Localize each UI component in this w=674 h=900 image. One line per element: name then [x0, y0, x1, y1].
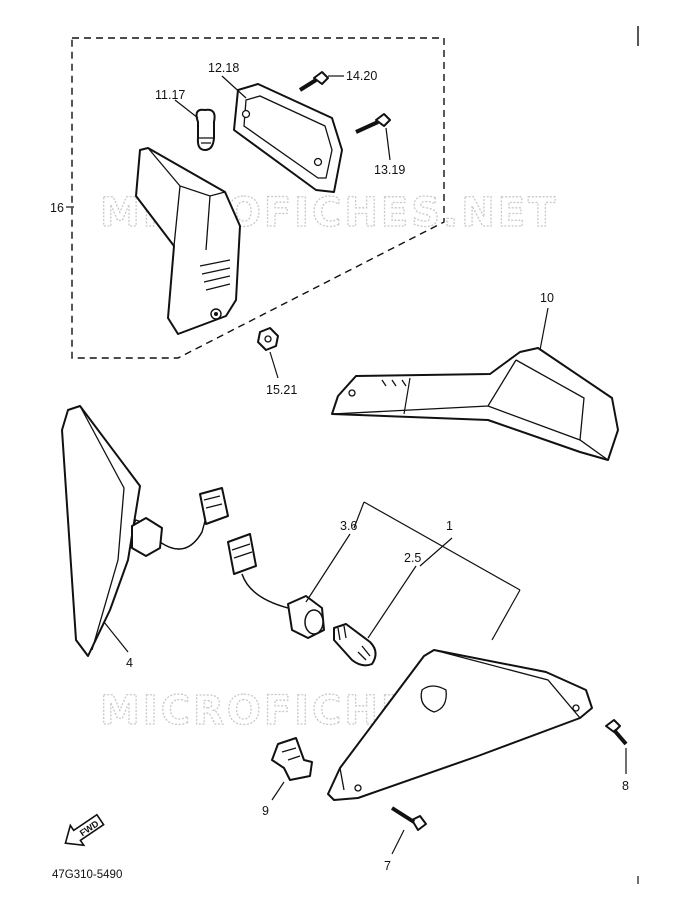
wire-3-6	[241, 573, 289, 609]
leader-3-6	[305, 533, 351, 603]
connector-3-6	[227, 533, 257, 575]
leader-10	[539, 307, 549, 351]
leader-11-17	[174, 99, 199, 119]
leader-12-18	[221, 75, 247, 99]
callout-7: 7	[384, 859, 391, 873]
lens-housing-12-18	[233, 83, 343, 193]
bulb-2-5	[333, 623, 377, 667]
callout-15-21: 15.21	[266, 383, 297, 397]
wire-harness-4	[159, 509, 209, 550]
connector-4	[199, 487, 229, 525]
callout-12-18: 12.18	[208, 61, 239, 75]
nut-15-21	[257, 327, 279, 351]
leader-15-21	[269, 351, 279, 379]
screw-14-20	[298, 71, 329, 92]
leader-1	[353, 501, 521, 641]
assembly-16-boundary	[71, 37, 445, 359]
callout-10: 10	[540, 291, 554, 305]
fwd-arrow-icon: FWD	[64, 813, 105, 847]
callout-4: 4	[126, 656, 133, 670]
leader-9	[271, 781, 285, 801]
lens-1	[327, 649, 593, 801]
leader-13-19	[385, 127, 391, 161]
housing-4	[61, 405, 163, 657]
callout-13-19: 13.19	[374, 163, 405, 177]
screw-8	[605, 719, 628, 746]
leader-7	[391, 829, 405, 855]
screw-7	[390, 806, 427, 831]
callout-1: 1	[446, 519, 453, 533]
clip-9	[271, 737, 313, 781]
screw-13-19	[355, 113, 391, 134]
callout-3-6: 3.6	[340, 519, 357, 533]
callout-2-5: 2.5	[404, 551, 421, 565]
callout-16: 16	[50, 201, 64, 215]
socket-3-6	[287, 595, 325, 639]
leader-2-5	[367, 565, 417, 639]
callout-9: 9	[262, 804, 269, 818]
part-code: 47G310-5490	[52, 869, 122, 881]
callout-14-20: 14.20	[346, 69, 377, 83]
lens-10	[331, 347, 619, 461]
bulb-11-17	[195, 108, 216, 151]
callout-8: 8	[622, 779, 629, 793]
leader-4	[103, 621, 129, 653]
signal-body-16	[135, 147, 241, 335]
callout-11-17: 11.17	[155, 88, 185, 102]
